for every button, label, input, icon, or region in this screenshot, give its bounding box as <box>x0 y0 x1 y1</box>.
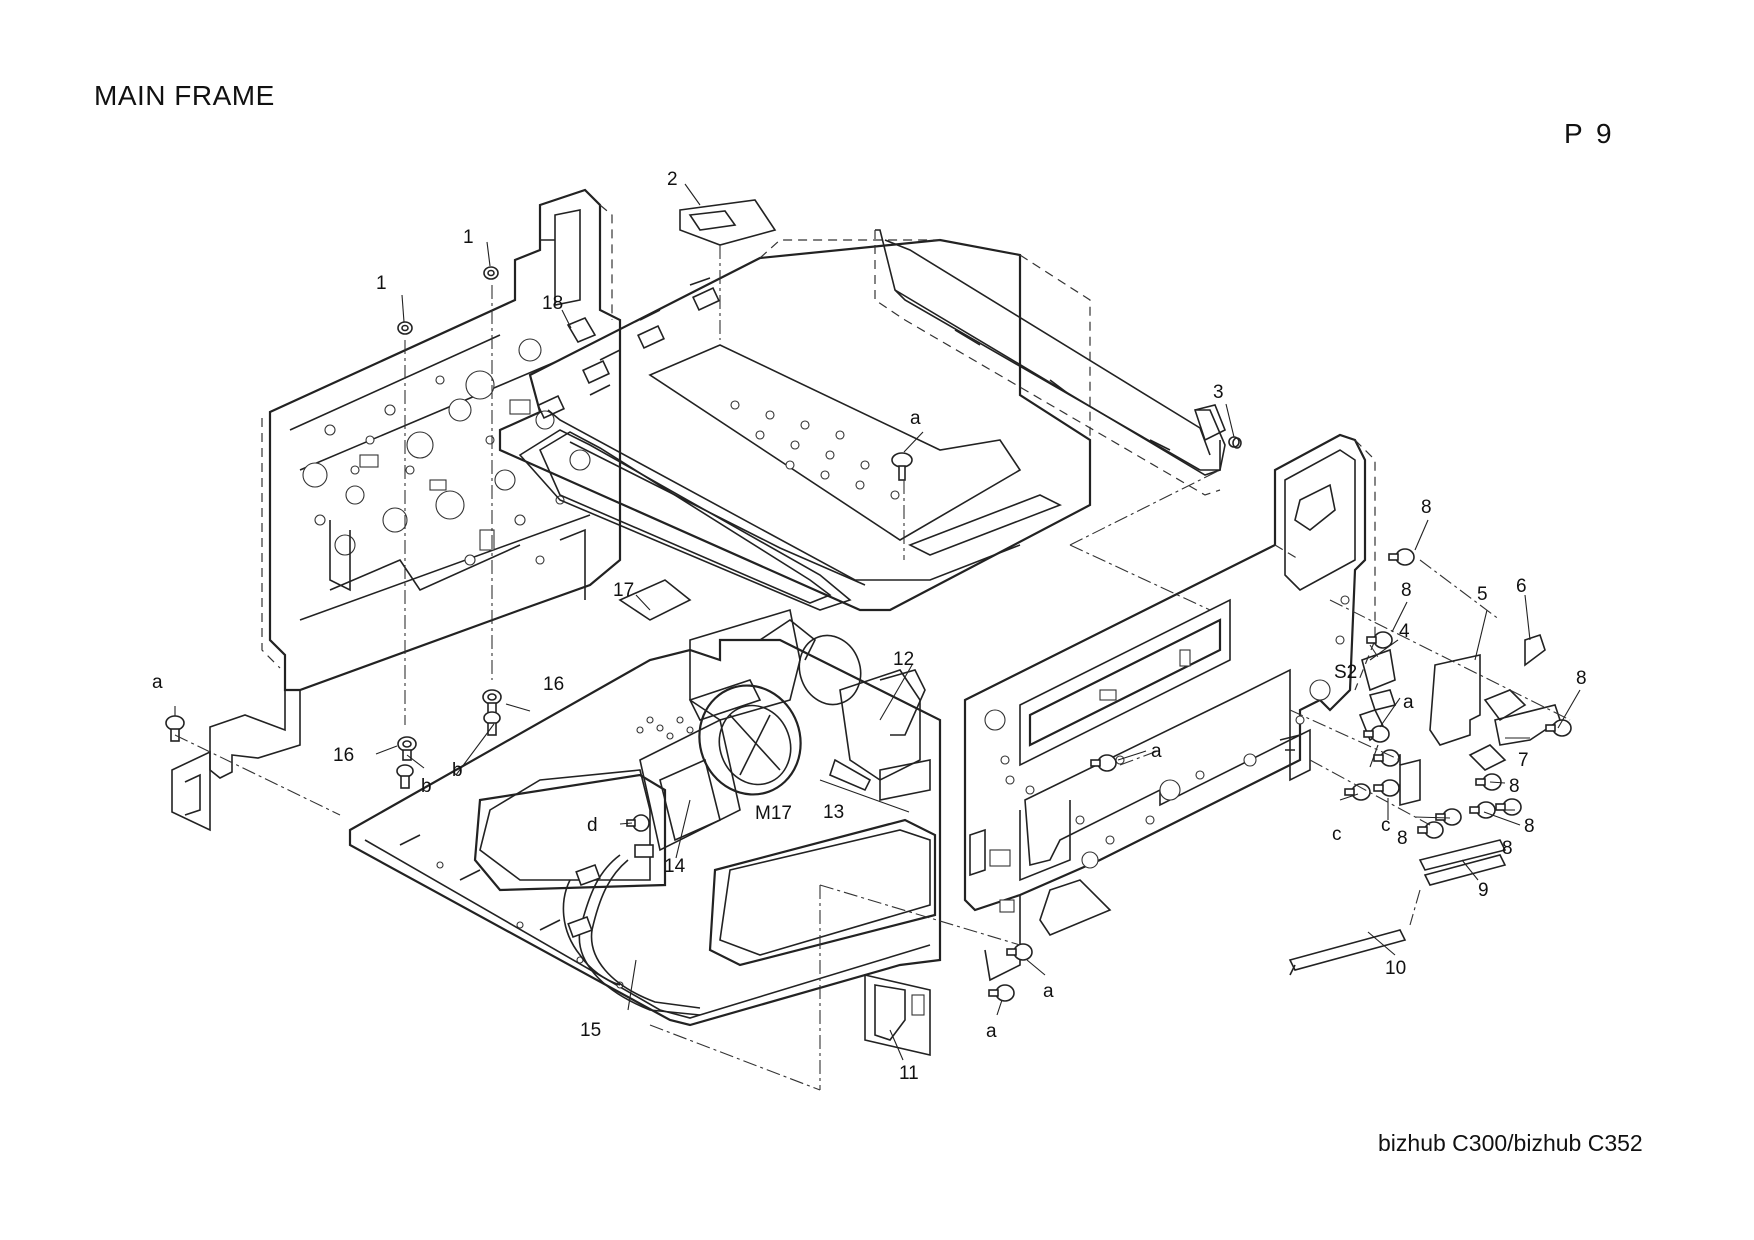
page-number: P 9 <box>1564 118 1615 149</box>
callout-11: 11 <box>899 1063 919 1084</box>
harness <box>562 844 701 1016</box>
left-bottom-bracket <box>171 689 301 832</box>
label-m17: M17 <box>755 803 792 824</box>
mark-a-5: a <box>1043 981 1054 1002</box>
screws <box>165 266 1572 1002</box>
left-side-frame <box>261 188 622 692</box>
callout-4: 4 <box>1399 621 1410 642</box>
mark-d-1: d <box>587 815 598 836</box>
callout-12: 12 <box>893 649 914 670</box>
small-parts <box>566 199 1396 692</box>
page-title: MAIN FRAME <box>94 80 275 111</box>
callout-18: 18 <box>542 293 563 314</box>
callout-13: 13 <box>823 802 844 823</box>
cover-plate <box>864 973 931 1057</box>
mark-c-1: c <box>1332 824 1342 845</box>
callout-5: 5 <box>1477 584 1488 605</box>
callout-8-f: 8 <box>1502 838 1513 859</box>
mark-a-3: a <box>1151 741 1162 762</box>
label-s2: S2 <box>1334 662 1357 683</box>
callout-1-left: 1 <box>376 273 387 294</box>
rear-rail <box>874 229 1226 496</box>
assembly-lines <box>174 245 1571 1091</box>
callout-8-d: 8 <box>1509 776 1520 797</box>
mark-a-6: a <box>986 1021 997 1042</box>
callout-8-e: 8 <box>1524 816 1535 837</box>
mark-c-2: c <box>1381 815 1391 836</box>
callout-16-right: 16 <box>543 674 564 695</box>
callout-8-b: 8 <box>1401 580 1412 601</box>
callout-17: 17 <box>613 580 634 601</box>
callout-14: 14 <box>664 856 686 877</box>
callout-2: 2 <box>667 169 678 190</box>
callout-3: 3 <box>1213 382 1224 403</box>
mark-a-1: a <box>152 672 163 693</box>
right-side-frame <box>963 433 1376 982</box>
mark-a-4: a <box>1403 692 1414 713</box>
callout-15: 15 <box>580 1020 601 1041</box>
callout-7: 7 <box>1518 750 1529 771</box>
fan-duct-assembly <box>639 608 931 852</box>
mark-b-2: b <box>421 776 432 797</box>
mark-b-1: b <box>452 760 463 781</box>
callout-1-right: 1 <box>463 227 474 248</box>
callout-8-g: 8 <box>1397 828 1408 849</box>
callout-8-a: 8 <box>1421 497 1432 518</box>
leader-lines <box>174 183 1581 1061</box>
callout-8-c: 8 <box>1576 668 1587 689</box>
callout-9: 9 <box>1478 880 1489 901</box>
callout-10: 10 <box>1385 958 1406 979</box>
callout-16-left: 16 <box>333 745 354 766</box>
model-name: bizhub C300/bizhub C352 <box>1378 1130 1643 1156</box>
mark-a-2: a <box>910 408 921 429</box>
callout-labels: 1 1 2 3 4 5 6 7 8 8 8 8 8 8 8 9 10 11 12… <box>152 169 1587 1084</box>
callout-6: 6 <box>1516 576 1527 597</box>
top-frame <box>498 238 1092 612</box>
